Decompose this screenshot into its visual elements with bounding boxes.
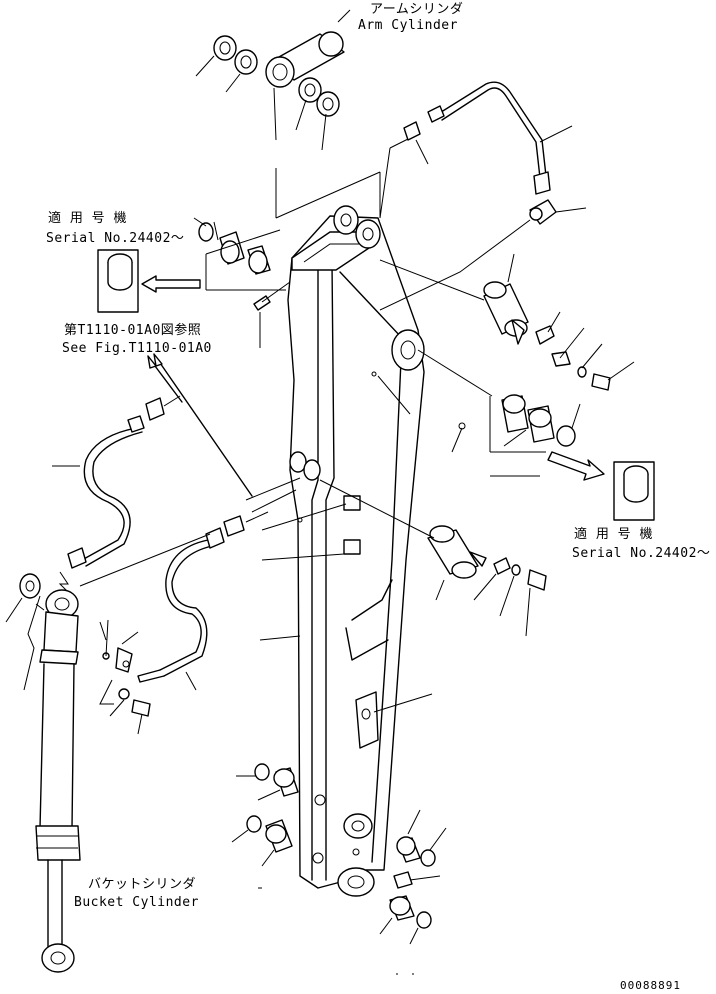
serial-label-en-left: Serial No.24402～ [46,231,184,246]
bucket-cylinder-fasteners [99,619,151,735]
see-fig-pointers [147,353,301,513]
leader-line [379,137,411,219]
pin-group-mid [319,375,547,637]
bucket-cylinder-label-en: Bucket Cylinder [74,895,199,910]
serial-label-en-right: Serial No.24402～ [572,546,710,561]
hydraulic-hose-mid [79,511,269,691]
leader-line [259,635,301,641]
bucket-cylinder [5,573,81,973]
hydraulic-hose-left [52,395,181,595]
bushing-group-top [193,217,291,348]
hydraulic-pipe-top-right [379,81,587,311]
serial-label-jp-left: 適 用 号 機 [48,210,127,226]
leader-bracket [275,168,381,219]
drawing-number: 00088891 [620,979,681,992]
see-fig-label-en: See Fig.T1110-01A0 [62,341,212,356]
leader-line [261,503,347,531]
serial-ref-top-left [97,249,201,313]
bushing-group-bottom [231,763,447,975]
see-fig-label-jp: 第T1110-01A0図参照 [64,322,201,338]
arm-cylinder-label-jp: アームシリンダ [370,2,463,17]
arm-body [287,205,425,897]
pin-group-right [379,253,635,391]
serial-label-jp-right: 適 用 号 機 [574,526,653,542]
leader-line [261,553,345,561]
bucket-cylinder-label-jp: バケットシリンダ [88,877,196,892]
arm-cylinder-pin-group [195,9,351,151]
leader-line [373,693,433,713]
serial-ref-right [613,461,655,521]
bushing-group-right [417,349,605,481]
arm-cylinder-label-en: Arm Cylinder [358,18,458,33]
